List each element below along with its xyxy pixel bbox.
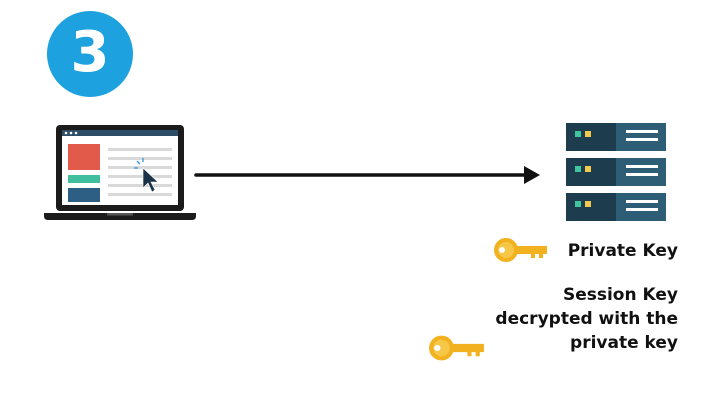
session-key-description: Session Key decrypted with the private k…: [440, 283, 678, 355]
step-number-badge: 3: [47, 11, 133, 97]
session-key-line: Session Key: [562, 285, 678, 305]
key-icon: [429, 335, 484, 361]
private-key-label: Private Key: [567, 241, 678, 261]
session-key-line: decrypted with the: [495, 309, 678, 329]
server-stack-icon: [566, 123, 666, 221]
step-number: 3: [70, 20, 110, 85]
arrow-right-icon: [194, 166, 540, 184]
laptop-icon: [44, 125, 196, 220]
session-key-line: private key: [570, 333, 678, 353]
key-icon: [494, 238, 547, 262]
cursor-icon: [134, 158, 159, 193]
